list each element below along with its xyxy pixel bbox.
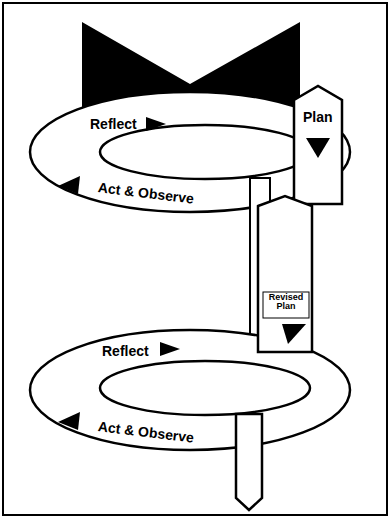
stage-label: Plan	[303, 110, 333, 125]
stage-label: Act & Observe	[97, 419, 195, 446]
frame	[3, 3, 387, 515]
act-arrow	[58, 176, 80, 194]
act-arrow	[58, 412, 80, 430]
upper-loop-inner	[100, 125, 310, 179]
reflect-arrow	[160, 342, 180, 356]
spiral-tail	[236, 414, 262, 510]
stage-label: Reflect	[102, 344, 149, 359]
revised-plan-flag	[263, 292, 309, 318]
plan-arrow	[306, 138, 330, 158]
lower-loop-inner	[100, 361, 310, 415]
stage-label: Reflect	[90, 117, 137, 132]
revised-plan-arrow	[282, 324, 306, 344]
plan-strip	[294, 86, 342, 204]
stage-label: Act & Observe	[97, 180, 195, 207]
stage-label: Revised Plan	[264, 293, 308, 312]
reflect-arrow	[146, 117, 166, 131]
revised-plan-strip	[258, 196, 312, 352]
